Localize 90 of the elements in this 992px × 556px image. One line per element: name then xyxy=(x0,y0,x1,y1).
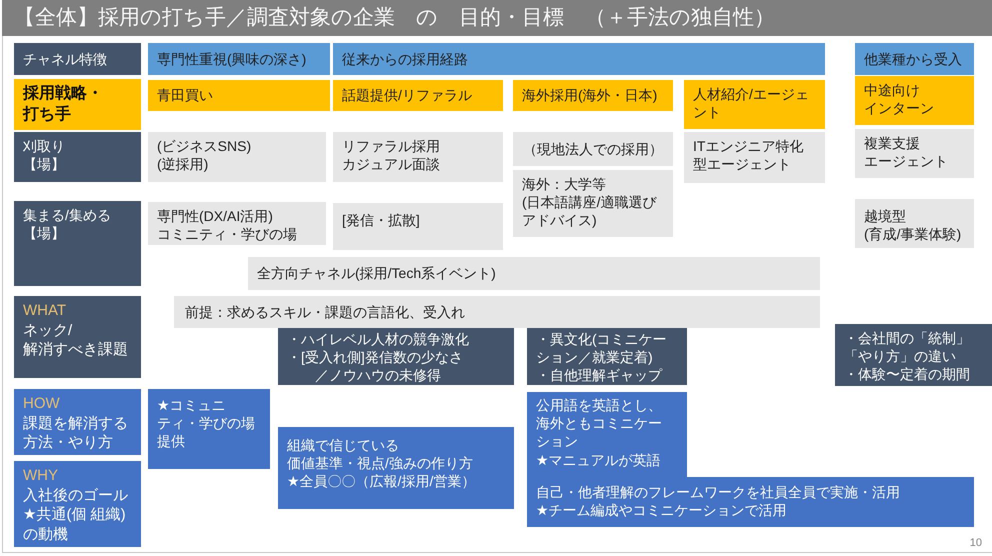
body-text: ・異文化(コミニケーション／就業定着) xyxy=(536,330,668,366)
body-text: ・体験〜定着の期間 xyxy=(844,365,971,384)
channel-box xyxy=(684,132,825,183)
body-text: 青田買い xyxy=(157,86,214,105)
body-text: 解消すべき課題 xyxy=(23,340,129,360)
channel-box xyxy=(333,132,503,182)
body-text: チャネル特徴 xyxy=(23,50,108,68)
body-text: エージェント xyxy=(864,152,949,170)
body-text: 公用語を英語とし、海外ともコミニケーション xyxy=(536,396,663,451)
body-text: ネック/ xyxy=(23,320,74,340)
row-header-box xyxy=(14,43,141,75)
body-text: ・ハイレベル人材の競争激化 xyxy=(287,330,470,348)
issue-box xyxy=(835,324,992,386)
channel-box xyxy=(174,296,820,328)
body-text: 越境型 xyxy=(864,207,907,226)
body-text: 中途向け xyxy=(864,81,921,100)
body-text: 他業種から受入 xyxy=(864,50,963,68)
column-header-box xyxy=(148,43,330,75)
body-text: ★チーム編成やコミニケーションで活用 xyxy=(536,501,788,520)
channel-box xyxy=(148,132,326,182)
body-text: （現地法人での採用） xyxy=(523,140,663,158)
row-header-box xyxy=(14,461,141,547)
row-heading: WHAT xyxy=(23,301,68,320)
body-text: コミニティ・学びの場 xyxy=(157,225,298,244)
channel-box xyxy=(855,129,974,178)
strategy-box xyxy=(333,80,503,111)
channel-box xyxy=(333,203,503,250)
body-text: ★共通(個 組織)の動機 xyxy=(23,505,127,544)
body-text: 話題提供/リファラル xyxy=(342,86,473,105)
channel-box xyxy=(855,199,974,248)
body-text: ★マニュアルが英語 xyxy=(536,450,662,469)
body-text: ・自他理解ギャップ xyxy=(536,366,664,385)
body-text: 人材紹介/エージェント xyxy=(693,85,810,122)
body-text: 【場】 xyxy=(23,155,66,174)
row-header-box xyxy=(14,201,141,286)
body-text: 刈取り xyxy=(23,137,66,156)
row-header-box xyxy=(14,389,141,455)
body-text: 課題を解消する方法・やり方 xyxy=(23,414,129,452)
row-heading: WHY xyxy=(23,466,59,486)
column-header-box xyxy=(333,43,825,75)
body-text: (育成/事業体験) xyxy=(864,225,962,244)
body-text: 前提：求めるスキル・課題の言語化、受入れ xyxy=(185,302,466,322)
body-text: 入社後のゴール xyxy=(23,486,129,505)
row-header-box xyxy=(14,132,141,182)
body-text: カジュアル面談 xyxy=(342,155,441,174)
body-text: 【場】 xyxy=(23,224,66,242)
body-text: 組織で信じている xyxy=(287,436,400,454)
body-text: 集まる/集める xyxy=(23,206,112,224)
body-text: 全方向チャネル(採用/Tech系イベント) xyxy=(257,264,497,283)
method-box xyxy=(278,427,514,509)
body-text: 価値基準・視点/強みの作り方 xyxy=(287,454,474,472)
method-box xyxy=(148,389,270,469)
body-text: ★コミュニティ・学びの場提供 xyxy=(157,396,256,451)
column-header-box xyxy=(855,43,974,75)
body-text: 専門性(DX/AI活用) xyxy=(157,207,274,226)
body-text: ／ノウハウの未修得 xyxy=(314,366,442,385)
strategy-box xyxy=(513,80,673,111)
strategy-box xyxy=(855,76,974,125)
strategy-box xyxy=(148,80,330,111)
channel-box xyxy=(513,170,673,237)
body-text: 海外採用(海外・日本) xyxy=(522,86,658,105)
body-text: ITエンジニア特化型エージェント xyxy=(693,137,804,174)
method-box xyxy=(527,392,687,477)
body-text: リファラル採用 xyxy=(342,137,441,156)
body-text: ・会社間の「統制」「やり方」の違い xyxy=(844,329,971,366)
strategy-box xyxy=(684,80,825,129)
row-heading: HOW xyxy=(23,394,61,414)
body-text: [発信・拡散] xyxy=(342,211,421,230)
body-text: 従来からの採用経路 xyxy=(342,50,469,68)
body-text: (日本語講座/適職選びアドバイス) xyxy=(522,193,658,230)
page-number: 10 xyxy=(968,537,982,549)
channel-box xyxy=(248,257,820,290)
body-text: ★全員〇〇（広報/採用/営業） xyxy=(287,472,476,491)
row-header-box xyxy=(14,79,141,130)
body-text: 海外：大学等 xyxy=(522,175,607,194)
body-text: 採用戦略・打ち手 xyxy=(23,84,104,125)
body-text: 自己・他者理解のフレームワークを社員全員で実施・活用 xyxy=(536,483,901,502)
body-text: ・[受入れ側]発信数の少なさ xyxy=(287,348,464,366)
body-text: (ビジネスSNS) xyxy=(157,137,252,156)
body-text: 複業支援 xyxy=(864,134,921,152)
channel-box xyxy=(148,202,326,245)
title-bar: 【全体】採用の打ち手／調査対象の企業 の 目的・目標 （＋手法の独自性） xyxy=(2,0,992,36)
body-text: インターン xyxy=(864,99,935,118)
method-box xyxy=(527,477,974,527)
issue-box xyxy=(278,328,514,385)
channel-box xyxy=(513,132,673,166)
body-text: 専門性重視(興味の深さ) xyxy=(157,50,308,68)
row-header-box xyxy=(14,296,141,378)
body-text: (逆採用) xyxy=(157,155,210,174)
issue-box xyxy=(527,328,687,385)
